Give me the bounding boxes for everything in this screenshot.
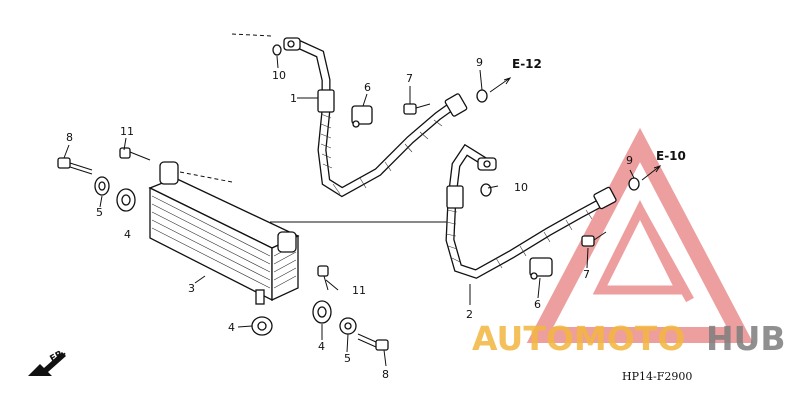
callout-9-upper: 9 (476, 56, 483, 69)
watermark-text-hub: HUB (706, 319, 786, 358)
grommet-4-bottom-left (251, 316, 273, 336)
dashed-leader-cooler (179, 171, 233, 183)
bolt-8-bottom (357, 333, 389, 351)
callout-11-top: 11 (120, 125, 134, 138)
callout-11-cooler: 11 (352, 284, 366, 297)
collar-5-left (94, 176, 110, 196)
callout-5-left: 5 (96, 206, 103, 219)
bolt-8-left (57, 157, 93, 175)
callout-9-lower: 9 (626, 154, 633, 167)
grommet-4-bottom-right (312, 300, 332, 324)
front-direction-arrow: FR. (28, 348, 68, 376)
grommet-4-left (116, 188, 136, 212)
bolt-7-upper (403, 103, 431, 115)
callout-4-left: 4 (124, 228, 131, 241)
callout-8-bottom: 8 (382, 368, 389, 381)
watermark-logo-text: AUTOMOTO HUB (472, 319, 786, 358)
callout-leaders (63, 55, 635, 367)
callout-1: 1 (290, 92, 297, 105)
callout-10-lower: 10 (514, 181, 528, 194)
reference-e12: E-12 (512, 57, 542, 71)
bolt-7-lower (581, 231, 607, 247)
oil-hose-2 (445, 143, 617, 279)
collar-5-right (339, 317, 357, 335)
callout-10-upper: 10 (272, 69, 286, 82)
reference-e10: E-10 (656, 149, 686, 163)
clamp-6-lower (529, 257, 553, 280)
callout-8-left: 8 (66, 131, 73, 144)
clamp-6-upper (351, 105, 373, 128)
oil-cooler (148, 161, 300, 305)
callout-4-bottom-right: 4 (318, 340, 325, 353)
bolt-11-cooler (317, 265, 329, 291)
watermark-text-automoto: AUTOMOTO (472, 319, 685, 358)
reference-arrow-e12 (489, 77, 512, 93)
callout-6-upper: 6 (364, 81, 371, 94)
callout-6-lower: 6 (534, 298, 541, 311)
reference-arrow-e10 (641, 165, 662, 181)
callout-5-right: 5 (344, 352, 351, 365)
diagram-code: HP14-F2900 (622, 370, 692, 383)
callout-7-lower: 7 (583, 268, 590, 281)
callout-3: 3 (188, 282, 195, 295)
o-ring-9-lower (628, 177, 640, 191)
callout-7-upper: 7 (406, 72, 413, 85)
o-ring-10-upper (272, 44, 282, 56)
callout-4-bottom-left: 4 (228, 321, 235, 334)
bolt-11-top (119, 147, 151, 161)
o-ring-10-lower (480, 183, 492, 197)
dashed-leader-top (231, 33, 273, 37)
watermark-logo-triangle (526, 127, 754, 343)
o-ring-9-upper (476, 89, 488, 103)
oil-hose-1 (283, 37, 468, 198)
callout-2: 2 (466, 308, 473, 321)
